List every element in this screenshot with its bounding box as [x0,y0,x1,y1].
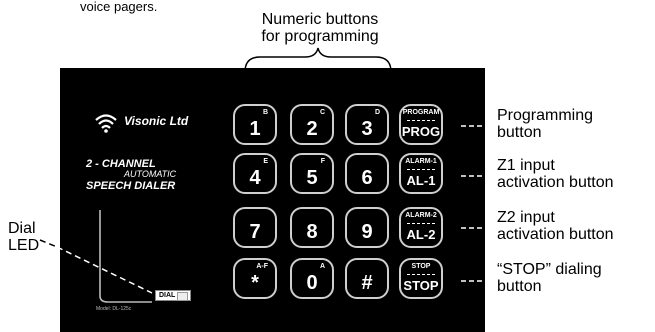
keypad-button[interactable]: 6 [345,153,389,194]
callout-line: Z1 input [497,157,555,174]
key-label: 3 [361,118,373,140]
product-name: 2 - CHANNEL AUTOMATIC SPEECH DIALER [86,158,176,192]
product-line: AUTOMATIC [124,169,177,179]
keypad-button[interactable]: # [345,258,389,299]
callout-line: Dial [8,220,36,237]
key-letter: B [262,109,268,116]
dial-led: DIAL [155,290,191,301]
keypad-button[interactable]: 9 [345,207,389,248]
key-letter: A-F [256,263,268,270]
z1-callout: Z1 input activation button [497,157,614,191]
key-letter: F [320,158,325,165]
key-label: * [251,272,259,294]
keypad-button[interactable]: * A-F [233,258,277,299]
dial-led-label: DIAL [159,292,176,299]
callout-line: “STOP” dialing [497,261,602,278]
key-label: # [361,272,373,294]
key-label: 6 [361,167,373,189]
callout-line: Programming [497,107,594,124]
wireless-signal-icon [95,114,117,133]
callout-line: button [497,278,542,295]
key-label: AL-2 [406,227,436,242]
function-button[interactable]: STOP STOP [399,258,443,299]
key-label: STOP [403,278,439,293]
key-label: 7 [249,221,261,243]
key-label: 2 [306,118,318,140]
key-small-label: PROGRAM [402,109,440,116]
callout-line: Z2 input [497,209,555,226]
brand-label: Visonic Ltd [124,114,189,128]
key-label: 1 [249,118,261,140]
keypad-button[interactable]: 7 [233,207,277,248]
callout-line: activation button [497,174,614,191]
key-letter: A [319,263,325,270]
key-letter: C [319,109,325,116]
key-letter: D [374,109,380,116]
key-small-label: STOP [411,263,431,270]
stop-callout: “STOP” dialing button [497,261,602,295]
callout-line: LED [8,237,40,254]
dashed-divider [407,120,435,121]
numeric-buttons-callout: Numeric buttons for programming [230,11,410,45]
led-indicator [177,292,188,301]
key-label: PROG [401,124,441,139]
key-small-label: ALARM-1 [405,158,437,165]
dial-led-callout: Dial LED [8,220,39,254]
callout-line: activation button [497,226,614,243]
key-label: 0 [306,272,318,294]
key-small-label: ALARM-2 [405,212,437,219]
model-label: Model: DL-125c [96,306,132,312]
top-text-fragment: voice pagers. [80,0,158,14]
function-button[interactable]: PROGRAM PROG [399,104,443,145]
dashed-divider [407,223,435,224]
key-letter: E [263,158,268,165]
key-label: 5 [306,167,318,189]
callout-line: for programming [261,28,379,45]
programming-button-callout: Programming button [497,107,593,141]
key-label: 9 [361,221,373,243]
callout-line: Numeric buttons [261,11,379,28]
key-label: 8 [306,221,318,243]
key-label: AL-1 [406,173,436,188]
key-label: 4 [249,167,261,189]
keypad-button[interactable]: 8 [290,207,334,248]
product-line: 2 - CHANNEL [86,158,156,170]
dashed-divider [407,169,435,170]
dashed-divider [407,274,435,275]
product-line: SPEECH DIALER [86,180,176,192]
callout-line: button [497,124,542,141]
z2-callout: Z2 input activation button [497,209,614,243]
